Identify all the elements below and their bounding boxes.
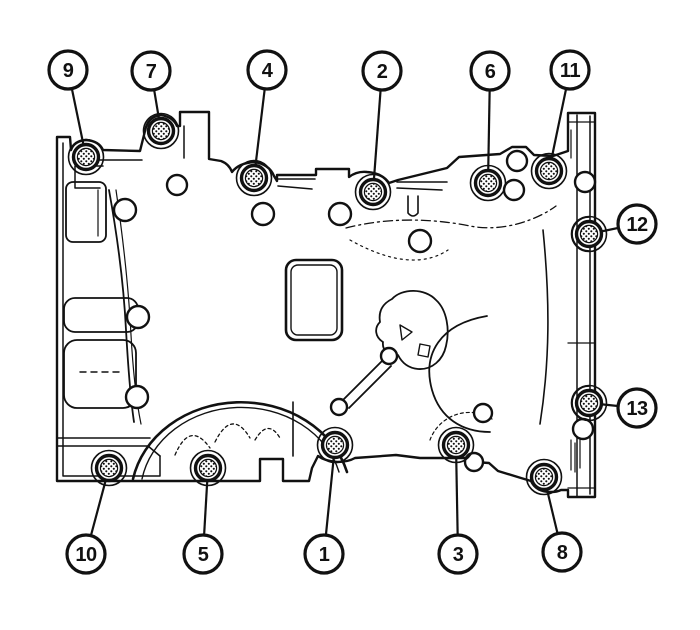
callout-number-8: 8 <box>557 542 568 564</box>
callout-10: 10 <box>65 533 107 575</box>
bolt-6 <box>469 164 507 202</box>
callout-1: 1 <box>303 533 345 575</box>
callout-circle-13 <box>616 387 658 429</box>
callout-number-5: 5 <box>198 544 209 566</box>
part-drawing <box>55 110 597 499</box>
bolt-9 <box>67 138 105 176</box>
callout-circle-8 <box>541 531 583 573</box>
callout-circle-9 <box>47 49 89 91</box>
bolt-3 <box>437 426 475 464</box>
callout-7: 7 <box>130 50 172 92</box>
callout-number-10: 10 <box>75 544 97 566</box>
bolt-12 <box>570 215 608 253</box>
callout-12: 12 <box>616 203 658 245</box>
bolt-11 <box>530 152 568 190</box>
callout-number-1: 1 <box>319 544 330 566</box>
bolt-10 <box>90 449 128 487</box>
callout-circle-5 <box>182 533 224 575</box>
callout-circle-1 <box>303 533 345 575</box>
bolt-5 <box>189 449 227 487</box>
callout-number-13: 13 <box>626 398 648 420</box>
callout-11: 11 <box>549 49 591 91</box>
callout-number-2: 2 <box>377 61 388 83</box>
bolt-1 <box>316 426 354 464</box>
callout-6: 6 <box>469 50 511 92</box>
callout-circle-7 <box>130 50 172 92</box>
callout-number-4: 4 <box>262 60 274 82</box>
callout-2: 2 <box>361 50 403 92</box>
plain-holes <box>112 149 597 473</box>
bolt-8 <box>525 458 563 496</box>
callout-8: 8 <box>541 531 583 573</box>
bolt-13 <box>570 384 608 422</box>
callout-number-9: 9 <box>63 60 74 82</box>
callout-circle-4 <box>246 49 288 91</box>
bolt-4 <box>235 159 273 197</box>
callout-number-12: 12 <box>626 214 648 236</box>
callout-circle-10 <box>65 533 107 575</box>
callout-number-7: 7 <box>146 61 157 83</box>
callout-number-6: 6 <box>485 61 496 83</box>
callout-13: 13 <box>616 387 658 429</box>
bolt-7 <box>142 112 180 150</box>
part-outline <box>55 110 597 499</box>
callout-circle-3 <box>437 533 479 575</box>
callout-circle-11 <box>549 49 591 91</box>
bolts <box>67 112 608 496</box>
callout-circle-12 <box>616 203 658 245</box>
callout-circle-2 <box>361 50 403 92</box>
callout-3: 3 <box>437 533 479 575</box>
callout-number-3: 3 <box>453 544 464 566</box>
callout-9: 9 <box>47 49 89 91</box>
callout-5: 5 <box>182 533 224 575</box>
bolt-2 <box>354 173 392 211</box>
callout-number-11: 11 <box>560 60 581 82</box>
callout-4: 4 <box>246 49 288 91</box>
callout-circle-6 <box>469 50 511 92</box>
